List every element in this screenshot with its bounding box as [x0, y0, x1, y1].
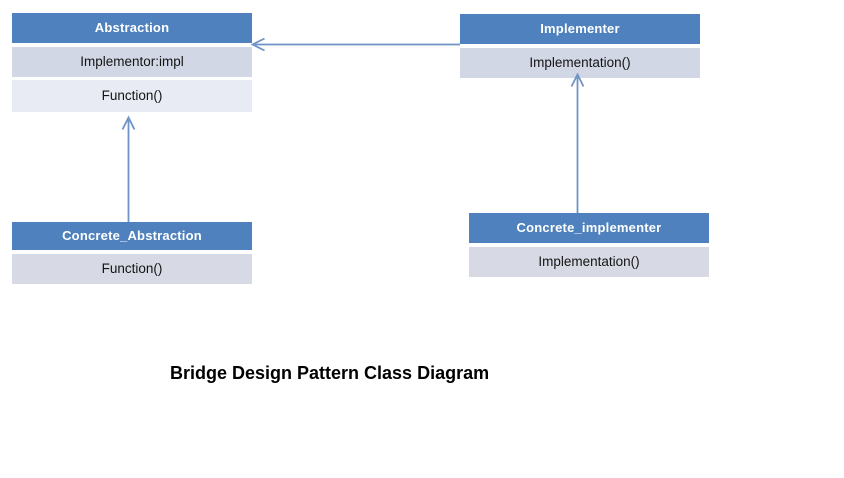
class-title-concrete-implementer: Concrete_implementer — [469, 213, 709, 243]
class-member-implementor-impl: Implementor:impl — [12, 47, 252, 77]
class-title-implementer: Implementer — [460, 14, 700, 44]
generalization-arrow-concrete-abstraction-to-abstraction — [121, 115, 136, 222]
class-box-concrete-abstraction: Concrete_Abstraction Function() — [12, 222, 252, 284]
class-member-implementation: Implementation() — [469, 247, 709, 277]
class-member-function: Function() — [12, 80, 252, 112]
association-arrow-implementer-to-abstraction — [250, 37, 460, 52]
class-box-concrete-implementer: Concrete_implementer Implementation() — [469, 213, 709, 277]
class-box-abstraction: Abstraction Implementor:impl Function() — [12, 13, 252, 112]
class-title-abstraction: Abstraction — [12, 13, 252, 43]
class-member-function: Function() — [12, 254, 252, 284]
diagram-title: Bridge Design Pattern Class Diagram — [170, 363, 490, 383]
class-member-implementation: Implementation() — [460, 48, 700, 78]
class-title-concrete-abstraction: Concrete_Abstraction — [12, 222, 252, 250]
generalization-arrow-concrete-implementer-to-implementer — [570, 72, 585, 213]
class-box-implementer: Implementer Implementation() — [460, 14, 700, 78]
